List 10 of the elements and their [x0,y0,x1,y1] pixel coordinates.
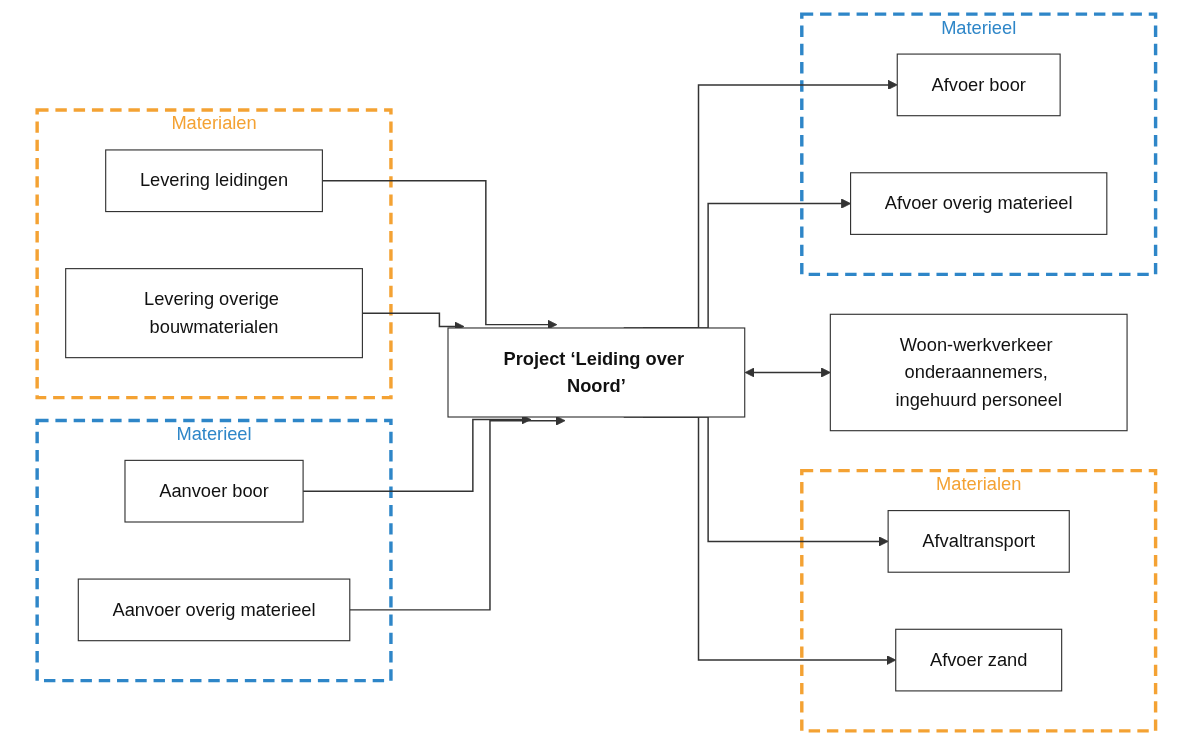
node-box: Afvoer boor [896,53,1061,117]
node-box: Aanvoer overig materieel [77,578,350,642]
node-box: Levering overige bouwmaterialen [64,268,363,359]
node-box: Afvoer overig materieel [849,172,1107,235]
node-box: Afvaltransport [887,510,1070,573]
node-box: Aanvoer boor [124,459,304,523]
node-box: Woon-werkverkeer onderaannemers, ingehuurd personeel [829,313,1128,432]
node-box: Levering leidingen [104,149,323,213]
node-box: Project ‘Leiding over Noord’ [447,327,745,418]
node-box: Afvoer zand [894,628,1062,692]
